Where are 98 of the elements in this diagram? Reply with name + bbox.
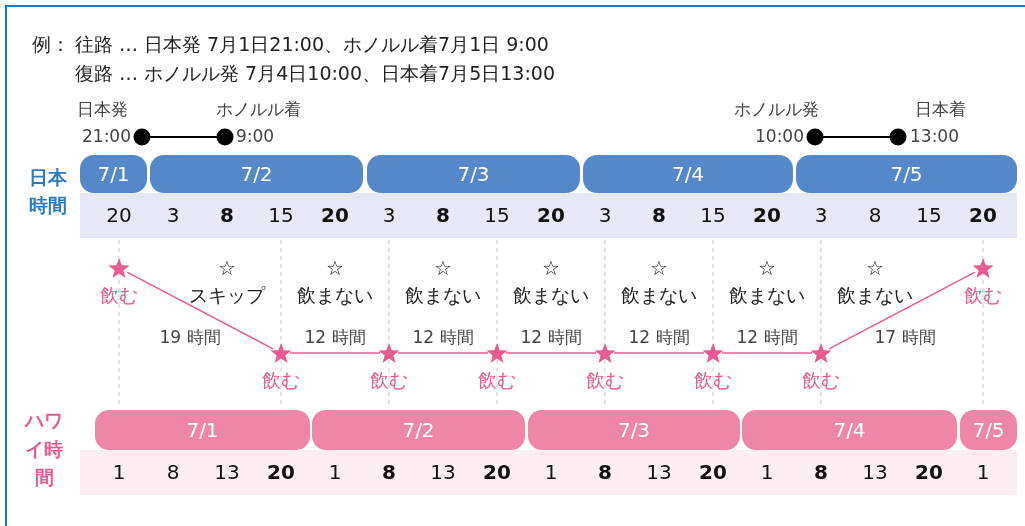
time-label: 9:00 xyxy=(236,127,275,147)
hour-number: 13 xyxy=(646,460,672,484)
example-text: 往路 … 日本発 7月1日21:00、ホノルル着7月1日 9:00 xyxy=(75,34,549,56)
connector-line xyxy=(289,352,381,354)
date-pill: 7/1 xyxy=(95,410,310,450)
star-mark: ☆ xyxy=(650,256,668,280)
hour-number: 20 xyxy=(106,203,132,227)
date-pill: 7/1 xyxy=(80,155,147,193)
time-label: 21:00 xyxy=(82,127,131,147)
dose-label: 飲む xyxy=(262,370,300,392)
star-mark: ☆ xyxy=(542,256,560,280)
hour-number: 8 xyxy=(220,203,234,227)
connector-line xyxy=(397,352,489,354)
connector-line xyxy=(828,271,976,350)
dose-label: 飲む xyxy=(802,370,840,392)
hour-number: 1 xyxy=(328,460,342,484)
star-mark: ☆ xyxy=(218,256,236,280)
date-pill: 7/3 xyxy=(528,410,740,450)
example-text: 復路 … ホノルル発 7月4日10:00、日本着7月5日13:00 xyxy=(75,63,555,85)
hour-number: 20 xyxy=(537,203,565,227)
hour-number: 8 xyxy=(598,460,612,484)
date-pill: 7/4 xyxy=(583,155,793,193)
dose-label: 飲む xyxy=(694,370,732,392)
hour-number: 1 xyxy=(544,460,558,484)
hour-number: 8 xyxy=(436,203,450,227)
star-marker xyxy=(378,342,400,364)
star-marker xyxy=(810,342,832,364)
date-pill: 7/2 xyxy=(150,155,363,193)
time-label: 10:00 xyxy=(755,127,804,147)
star-marker xyxy=(972,257,994,279)
hour-number: 13 xyxy=(214,460,240,484)
hour-number: 8 xyxy=(814,460,828,484)
hour-number: 13 xyxy=(430,460,456,484)
date-pill: 7/2 xyxy=(312,410,525,450)
place-label: ホノルル発 xyxy=(733,100,819,120)
hour-number: 13 xyxy=(862,460,888,484)
hour-number: 20 xyxy=(915,460,943,484)
hour-number: 15 xyxy=(268,203,294,227)
note-text: 飲まない xyxy=(513,285,589,307)
hour-number: 1 xyxy=(760,460,774,484)
star-marker xyxy=(702,342,724,364)
connector-line xyxy=(126,271,274,350)
star-marker xyxy=(270,342,292,364)
hour-number: 20 xyxy=(267,460,295,484)
note-text: 飲まない xyxy=(297,285,373,307)
hour-number: 1 xyxy=(112,460,126,484)
connector-line xyxy=(505,352,597,354)
time-label: 13:00 xyxy=(910,127,959,147)
hour-number: 20 xyxy=(753,203,781,227)
dose-label: 飲む xyxy=(100,285,138,307)
star-marker xyxy=(594,342,616,364)
hour-number: 8 xyxy=(652,203,666,227)
date-pill: 7/5 xyxy=(960,410,1017,450)
connector-line xyxy=(721,352,813,354)
example-label: 例： xyxy=(32,34,70,56)
place-label: 日本着 xyxy=(914,100,966,120)
hour-number: 20 xyxy=(483,460,511,484)
star-mark: ☆ xyxy=(758,256,776,280)
hour-number: 8 xyxy=(382,460,396,484)
row-heading: 日本時間 xyxy=(28,165,68,218)
star-marker xyxy=(108,257,130,279)
place-label: ホノルル着 xyxy=(215,100,301,120)
hour-number: 1 xyxy=(976,460,990,484)
hour-number: 20 xyxy=(321,203,349,227)
hour-number: 3 xyxy=(382,203,396,227)
note-text: 飲まない xyxy=(621,285,697,307)
hour-number: 20 xyxy=(969,203,997,227)
date-pill: 7/4 xyxy=(742,410,957,450)
date-pill: 7/3 xyxy=(367,155,580,193)
star-mark: ☆ xyxy=(434,256,452,280)
star-mark: ☆ xyxy=(326,256,344,280)
place-label: 日本発 xyxy=(76,100,128,120)
note-text: スキップ xyxy=(189,285,265,307)
timeline-dot xyxy=(133,128,151,146)
dose-label: 飲む xyxy=(370,370,408,392)
note-text: 飲まない xyxy=(729,285,805,307)
hour-number: 3 xyxy=(166,203,180,227)
hour-number: 15 xyxy=(700,203,726,227)
star-mark: ☆ xyxy=(866,256,884,280)
dose-label: 飲む xyxy=(478,370,516,392)
hour-number: 3 xyxy=(598,203,612,227)
hour-number: 8 xyxy=(868,203,882,227)
dose-label: 飲む xyxy=(586,370,624,392)
hour-number: 20 xyxy=(699,460,727,484)
connector-line xyxy=(613,352,705,354)
timeline-dot xyxy=(889,128,907,146)
dose-label: 飲む xyxy=(964,285,1002,307)
timeline-dot xyxy=(806,128,824,146)
timeline-dot xyxy=(216,128,234,146)
hour-number: 15 xyxy=(916,203,942,227)
hour-number: 15 xyxy=(484,203,510,227)
date-pill: 7/5 xyxy=(796,155,1017,193)
note-text: 飲まない xyxy=(837,285,913,307)
star-marker xyxy=(486,342,508,364)
hour-number: 3 xyxy=(814,203,828,227)
hour-number: 8 xyxy=(166,460,180,484)
row-heading: ハワイ時間 xyxy=(23,408,64,491)
note-text: 飲まない xyxy=(405,285,481,307)
